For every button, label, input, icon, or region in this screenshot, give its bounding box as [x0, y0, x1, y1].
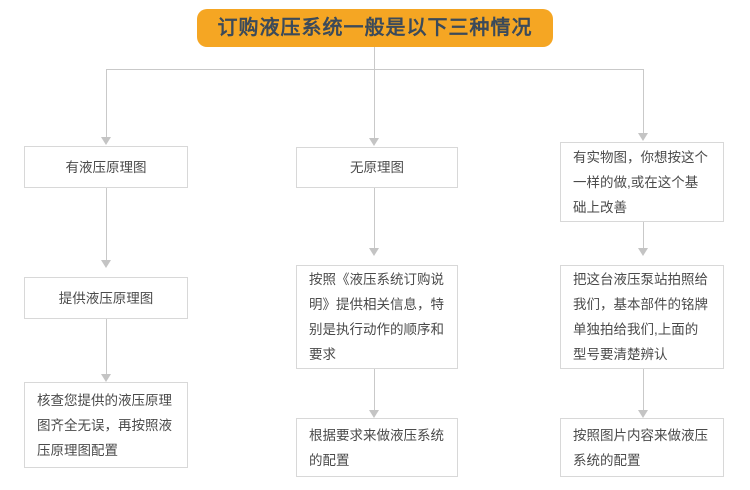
flowchart-title-pill: 订购液压系统一般是以下三种情况: [197, 9, 553, 47]
node-branch-3-middle[interactable]: 把这台液压泵站拍照给我们，基本部件的铭牌单独拍给我们,上面的型号要清楚辨认: [560, 265, 724, 369]
node-branch-2-tail-text: 根据要求来做液压系统的配置: [309, 427, 444, 468]
arrowhead-branch-3-middle: [638, 248, 648, 256]
arrowhead-branch-2-head: [369, 138, 379, 146]
connector-horizontal-bus: [106, 69, 644, 70]
node-branch-1-head[interactable]: 有液压原理图: [24, 146, 188, 188]
node-branch-2-tail[interactable]: 根据要求来做液压系统的配置: [296, 418, 458, 477]
node-branch-2-head[interactable]: 无原理图: [296, 147, 458, 188]
connector-branch-3-middle-to-tail: [643, 369, 644, 411]
connector-branch-3-head-to-middle: [643, 222, 644, 249]
connector-branch-1-head-to-middle: [106, 188, 107, 261]
arrowhead-branch-1-tail: [101, 374, 111, 382]
arrowhead-branch-3-tail: [638, 410, 648, 418]
arrowhead-branch-1-head: [101, 137, 111, 145]
arrowhead-branch-2-middle: [369, 248, 379, 256]
connector-branch-2-drop: [374, 69, 375, 139]
node-branch-3-head-text: 有实物图，你想按这个一样的做,或在这个基础上改善: [573, 149, 708, 215]
connector-branch-2-head-to-middle: [374, 188, 375, 249]
node-branch-1-head-text: 有液压原理图: [65, 159, 147, 175]
node-branch-2-middle-text: 按照《液压系统订购说明》提供相关信息，特别是执行动作的顺序和要求: [309, 272, 444, 362]
node-branch-3-tail[interactable]: 按照图片内容来做液压系统的配置: [560, 418, 724, 477]
node-branch-3-tail-text: 按照图片内容来做液压系统的配置: [573, 427, 708, 468]
node-branch-2-middle[interactable]: 按照《液压系统订购说明》提供相关信息，特别是执行动作的顺序和要求: [296, 265, 458, 369]
node-branch-1-middle-text: 提供液压原理图: [58, 290, 154, 306]
connector-branch-1-middle-to-tail: [106, 319, 107, 375]
node-branch-2-head-text: 无原理图: [350, 160, 404, 175]
arrowhead-branch-1-middle: [101, 260, 111, 268]
connector-branch-3-drop: [643, 69, 644, 134]
node-branch-3-head[interactable]: 有实物图，你想按这个一样的做,或在这个基础上改善: [560, 142, 724, 222]
node-branch-1-tail-text: 核查您提供的液压原理图齐全无误，再按照液压原理图配置: [37, 392, 172, 458]
connector-branch-2-middle-to-tail: [374, 369, 375, 411]
arrowhead-branch-3-head: [638, 133, 648, 141]
connector-title-stem: [374, 47, 375, 70]
node-branch-1-middle[interactable]: 提供液压原理图: [24, 277, 188, 319]
node-branch-3-middle-text: 把这台液压泵站拍照给我们，基本部件的铭牌单独拍给我们,上面的型号要清楚辨认: [573, 272, 708, 362]
flowchart-title-text: 订购液压系统一般是以下三种情况: [217, 17, 533, 39]
node-branch-1-tail[interactable]: 核查您提供的液压原理图齐全无误，再按照液压原理图配置: [24, 382, 188, 468]
connector-branch-1-drop: [106, 69, 107, 138]
arrowhead-branch-2-tail: [369, 410, 379, 418]
